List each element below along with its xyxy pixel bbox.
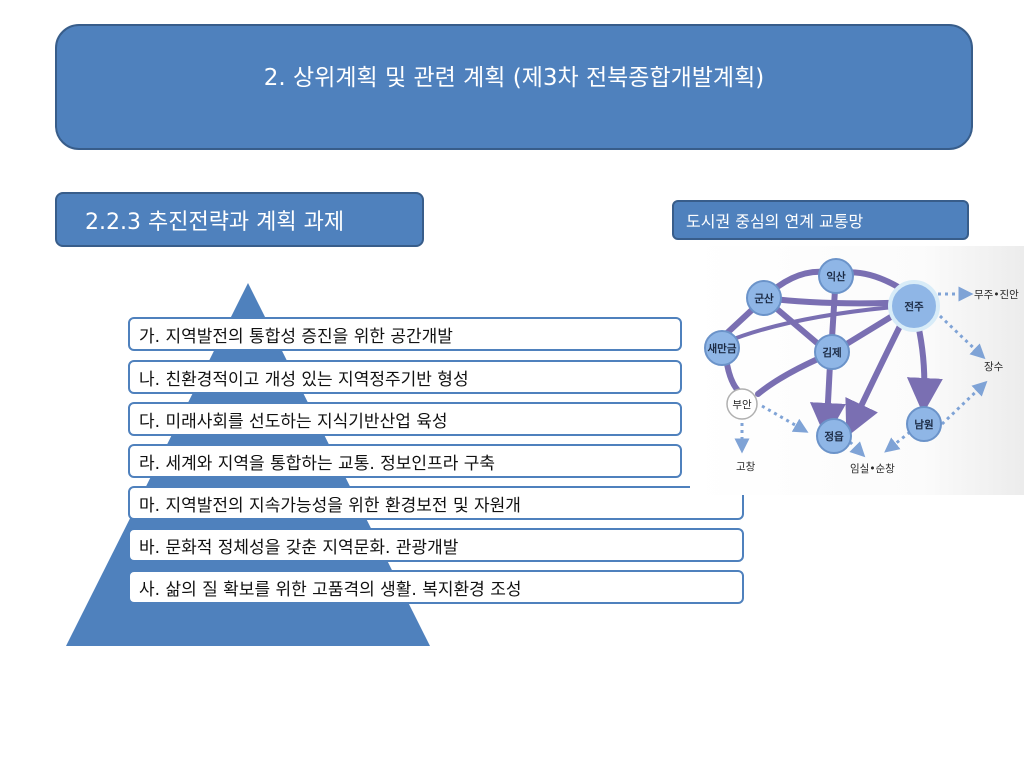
node-jeongeup: 정읍 <box>816 418 852 454</box>
link-gimje-buan <box>755 355 823 397</box>
external-links <box>734 286 988 458</box>
node-buan: 부안 <box>726 388 758 420</box>
svg-text:부안: 부안 <box>732 399 752 411</box>
transport-network-diagram: 군산 익산 전주 새만금 김제 부안 정읍 남원 <box>704 258 1019 475</box>
task-item-5: 마. 지역발전의 지속가능성을 위한 환경보전 및 자원개 <box>128 486 744 520</box>
transport-map: 군산 익산 전주 새만금 김제 부안 정읍 남원 <box>690 246 1024 495</box>
map-label: 도시권 중심의 연계 교통망 <box>672 200 969 240</box>
task-item-2: 나. 친환경적이고 개성 있는 지역정주기반 형성 <box>128 360 682 394</box>
task-item-1: 가. 지역발전의 통합성 증진을 위한 공간개발 <box>128 317 682 351</box>
link-to-imsil <box>884 430 911 453</box>
label-imsil-sunchang: 임실•순창 <box>850 462 895 475</box>
link-gimje-jeongeup <box>809 361 846 439</box>
label-jangsu: 장수 <box>984 361 1004 373</box>
svg-text:전주: 전주 <box>904 300 924 313</box>
label-gochang: 고창 <box>736 461 756 473</box>
node-namwon: 남원 <box>906 406 942 442</box>
label-muju-jinan: 무주•진안 <box>974 289 1019 301</box>
svg-text:정읍: 정읍 <box>824 430 844 443</box>
task-item-4: 라. 세계와 지역을 통합하는 교통. 정보인프라 구축 <box>128 444 682 478</box>
link-namwon-jangsu <box>940 380 988 426</box>
node-saemangeum: 새만금 <box>704 330 740 366</box>
page-title: 2. 상위계획 및 관련 계획 (제3차 전북종합개발계획) <box>263 65 765 91</box>
task-item-7: 사. 삶의 질 확보를 위한 고품격의 생활. 복지환경 조성 <box>128 570 744 604</box>
node-jeonju: 전주 <box>888 280 940 332</box>
svg-text:김제: 김제 <box>822 346 841 359</box>
link-buan-jeongeup <box>761 404 809 433</box>
svg-text:남원: 남원 <box>914 418 933 431</box>
node-gimje: 김제 <box>814 334 850 370</box>
link-jeonju-jeongeup <box>845 311 909 438</box>
node-gunsan: 군산 <box>746 280 782 316</box>
link-to-jangsu <box>938 314 986 360</box>
svg-text:새만금: 새만금 <box>708 342 737 355</box>
node-iksan: 익산 <box>818 258 854 294</box>
link-saemangeum-jeonju <box>724 304 906 344</box>
section-title: 2.2.3 추진전략과 계획 과제 <box>55 192 424 247</box>
task-item-3: 다. 미래사회를 선도하는 지식기반산업 육성 <box>128 402 682 436</box>
task-item-6: 바. 문화적 정체성을 갖춘 지역문화. 관광개발 <box>128 528 744 562</box>
link-jeongeup-imsil <box>848 440 866 458</box>
svg-text:군산: 군산 <box>754 292 774 305</box>
header-banner: 2. 상위계획 및 관련 계획 (제3차 전북종합개발계획) <box>55 24 973 150</box>
link-gunsan-saemangeum <box>723 305 757 337</box>
svg-text:익산: 익산 <box>826 270 846 283</box>
